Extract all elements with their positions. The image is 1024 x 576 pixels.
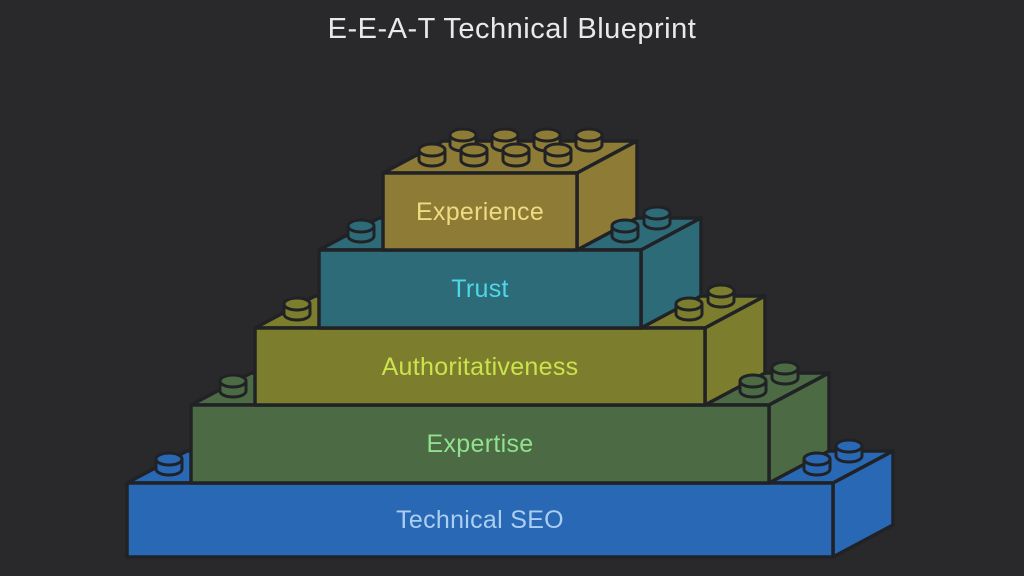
lego-stud xyxy=(218,373,248,399)
brick-studs xyxy=(154,127,864,477)
brick-label-expertise: Expertise xyxy=(426,430,534,458)
brick-label-technical-seo: Technical SEO xyxy=(396,506,564,534)
brick-label-trust: Trust xyxy=(451,275,509,303)
brick-label-experience: Experience xyxy=(415,197,545,226)
brick-label-authoritativeness: Authoritativeness xyxy=(381,352,579,381)
lego-stud xyxy=(459,142,489,168)
lego-stud xyxy=(802,451,832,477)
brick-faces xyxy=(125,139,895,559)
lego-stud xyxy=(417,142,447,168)
lego-stud xyxy=(574,127,604,153)
lego-stud xyxy=(834,438,864,464)
lego-stud xyxy=(738,373,768,399)
lego-stud xyxy=(642,205,672,231)
diagram-title: E-E-A-T Technical Blueprint xyxy=(327,13,697,45)
lego-stud xyxy=(154,451,184,477)
lego-stud xyxy=(610,218,640,244)
lego-stud xyxy=(770,360,800,386)
lego-stud xyxy=(501,142,531,168)
lego-stud xyxy=(706,283,736,309)
lego-stud xyxy=(674,296,704,322)
lego-stud xyxy=(346,218,376,244)
lego-stud xyxy=(543,142,573,168)
brick-front-face xyxy=(381,171,579,252)
lego-stud xyxy=(282,296,312,322)
